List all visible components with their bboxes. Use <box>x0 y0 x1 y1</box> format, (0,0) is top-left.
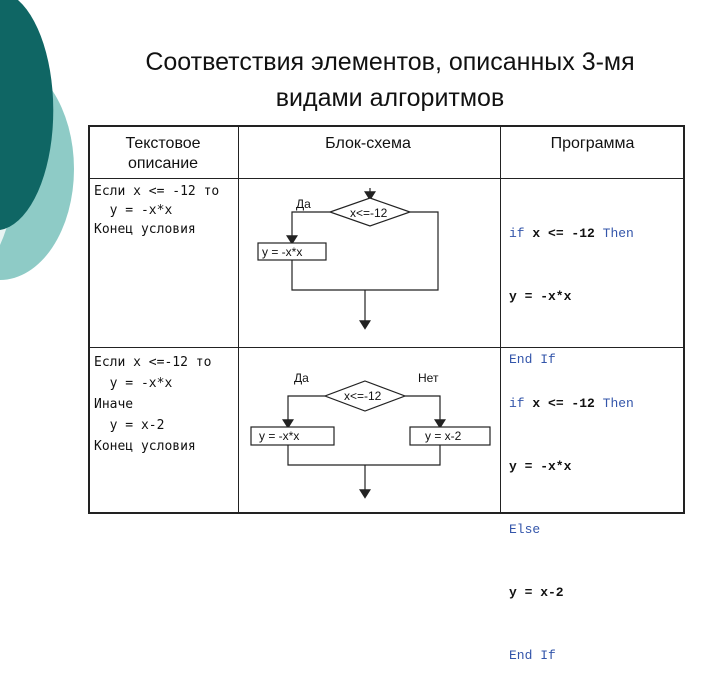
code-keyword: Then <box>602 226 634 241</box>
row1-text-line: y = -x*x <box>94 203 173 218</box>
row2-text-line: Конец условия <box>94 439 196 454</box>
row2-text-line: Если x <=-12 то <box>94 355 212 370</box>
row-divider <box>90 347 683 348</box>
title-line-2: видами алгоритмов <box>275 84 505 112</box>
flow2-condition-label: x<=-12 <box>344 389 382 403</box>
flow2-no-branch <box>405 395 446 429</box>
flowchart-2 <box>250 380 491 499</box>
flow2-no-action-box <box>409 426 491 446</box>
row2-text-line: y = -x*x <box>94 376 173 391</box>
title-line-1: Соответствия элементов, описанных 3-мя <box>145 48 635 76</box>
flow1-action-label: y = -x*x <box>262 245 302 259</box>
header-text-description: Текстовое описание <box>90 134 236 174</box>
header-program: Программа <box>550 135 635 152</box>
header-divider <box>90 178 683 179</box>
code-line: y = -x*x <box>509 456 634 477</box>
header-text-line-2: описание <box>127 155 199 172</box>
code-line: y = -x*x <box>509 286 634 307</box>
code-keyword: Then <box>602 396 634 411</box>
column-divider-1 <box>238 127 239 512</box>
row1-text-line: Если x <= -12 то <box>94 184 220 199</box>
decorative-teal-shape <box>0 0 74 280</box>
row1-program-code: if x <= -12 Then y = -x*x End If <box>509 181 634 391</box>
flow2-yes-label: Да <box>294 371 309 385</box>
flowcharts: Да x<=-12 y = -x*x Да Нет x<=-12 y = -x*… <box>250 188 491 499</box>
code-line: if x <= -12 Then <box>509 393 634 414</box>
slide-title: Соответствия элементов, описанных 3-мя в… <box>100 44 680 116</box>
row1-text-line: Конец условия <box>94 222 196 237</box>
code-keyword: End If <box>509 648 556 663</box>
code-line: Else <box>509 519 634 540</box>
code-statement: y = x-2 <box>509 585 564 600</box>
flow1-decision-diamond <box>328 197 412 227</box>
flow2-yes-branch <box>282 395 325 429</box>
header-flowchart: Блок-схема <box>325 135 411 152</box>
flow1-yes-label: Да <box>296 197 311 211</box>
row2-text-line: Иначе <box>94 397 134 412</box>
code-keyword: End If <box>509 352 556 367</box>
code-statement: y = -x*x <box>509 459 572 474</box>
flowchart-1 <box>257 188 439 330</box>
code-keyword: if <box>509 226 525 241</box>
flow1-no-branch <box>291 211 439 291</box>
header-text-line-1: Текстовое <box>125 135 201 152</box>
code-keyword: Else <box>509 522 541 537</box>
code-statement: x <= -12 <box>532 226 595 241</box>
flow2-yes-action-label: y = -x*x <box>259 429 299 443</box>
flow2-no-action-label: y = x-2 <box>425 429 462 443</box>
flow1-yes-branch <box>286 211 330 245</box>
flow1-condition-label: x<=-12 <box>350 206 388 220</box>
code-keyword: if <box>509 396 525 411</box>
row2-text-line: y = x-2 <box>94 418 165 433</box>
code-line: End If <box>509 645 634 666</box>
flow2-merge-line <box>287 445 441 466</box>
comparison-table <box>88 125 685 514</box>
code-line: y = x-2 <box>509 582 634 603</box>
flow2-decision-diamond <box>323 380 407 412</box>
code-statement: y = -x*x <box>509 289 572 304</box>
flow2-yes-action-box <box>250 426 335 446</box>
code-statement: x <= -12 <box>532 396 595 411</box>
code-line: End If <box>509 349 634 370</box>
code-line: if x <= -12 Then <box>509 223 634 244</box>
column-divider-2 <box>500 127 501 512</box>
flow2-no-label: Нет <box>418 371 439 385</box>
